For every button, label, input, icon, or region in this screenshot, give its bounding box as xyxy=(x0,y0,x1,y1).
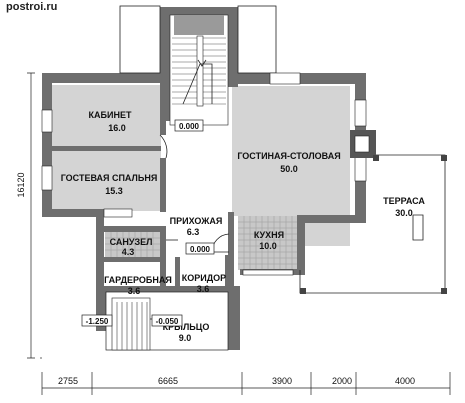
room-name-corridor: КОРИДОР xyxy=(182,273,226,283)
dim-bottom-3: 2000 xyxy=(332,376,352,386)
windows xyxy=(41,72,367,276)
terrace xyxy=(299,154,447,294)
cabinet-fill xyxy=(51,85,161,148)
watermark: postroi.ru xyxy=(6,1,58,13)
room-name-wardrobe: ГАРДЕРОБНАЯ xyxy=(104,275,172,285)
stairs xyxy=(169,14,229,126)
level-hall: 0.000 xyxy=(190,245,211,254)
room-name-bathroom: САНУЗЕЛ xyxy=(110,237,153,247)
room-area-porch: 9.0 xyxy=(179,333,192,343)
porch xyxy=(98,291,229,351)
kitchen-fill xyxy=(238,216,304,270)
room-area-kitchen: 10.0 xyxy=(259,241,277,251)
room-area-terrace: 30.0 xyxy=(395,208,413,218)
room-name-cabinet: КАБИНЕТ xyxy=(89,110,132,120)
room-area-hall: 6.3 xyxy=(187,227,200,237)
dim-bottom-4: 4000 xyxy=(395,376,415,386)
living-dining-fill xyxy=(232,86,350,216)
dim-height: 16120 xyxy=(16,172,26,197)
level-ground: -1.250 xyxy=(86,317,109,326)
dim-bottom-1: 6665 xyxy=(158,376,178,386)
level-marks: 0.000 0.000 -1.250 -0.050 xyxy=(81,119,215,327)
dim-bottom-2: 3900 xyxy=(272,376,292,386)
dimension-lines xyxy=(27,72,451,395)
room-name-kitchen: КУХНЯ xyxy=(254,230,284,240)
room-area-wardrobe: 3.6 xyxy=(128,286,141,296)
dim-bottom-0: 2755 xyxy=(58,376,78,386)
upper-posts xyxy=(119,5,277,74)
room-name-porch: КРЫЛЬЦО xyxy=(163,322,210,332)
room-area-living-dining: 50.0 xyxy=(280,164,298,174)
room-name-living-dining: ГОСТИНАЯ-СТОЛОВАЯ xyxy=(237,151,340,161)
level-porch: -0.050 xyxy=(156,317,179,326)
tile-hatching xyxy=(105,216,304,270)
room-area-cabinet: 16.0 xyxy=(108,123,126,133)
room-area-bathroom: 4.3 xyxy=(122,247,135,257)
fireplace xyxy=(350,130,376,158)
room-area-corridor: 3.6 xyxy=(197,284,210,294)
guest-bedroom-fill xyxy=(51,151,161,211)
room-name-guest-bedroom: ГОСТЕВАЯ СПАЛЬНЯ xyxy=(61,173,158,183)
level-stair: 0.000 xyxy=(179,122,200,131)
room-area-guest-bedroom: 15.3 xyxy=(105,186,123,196)
bathroom-fill xyxy=(105,232,160,258)
room-name-terrace: ТЕРРАСА xyxy=(383,196,425,206)
room-name-hall: ПРИХОЖАЯ xyxy=(170,216,223,226)
